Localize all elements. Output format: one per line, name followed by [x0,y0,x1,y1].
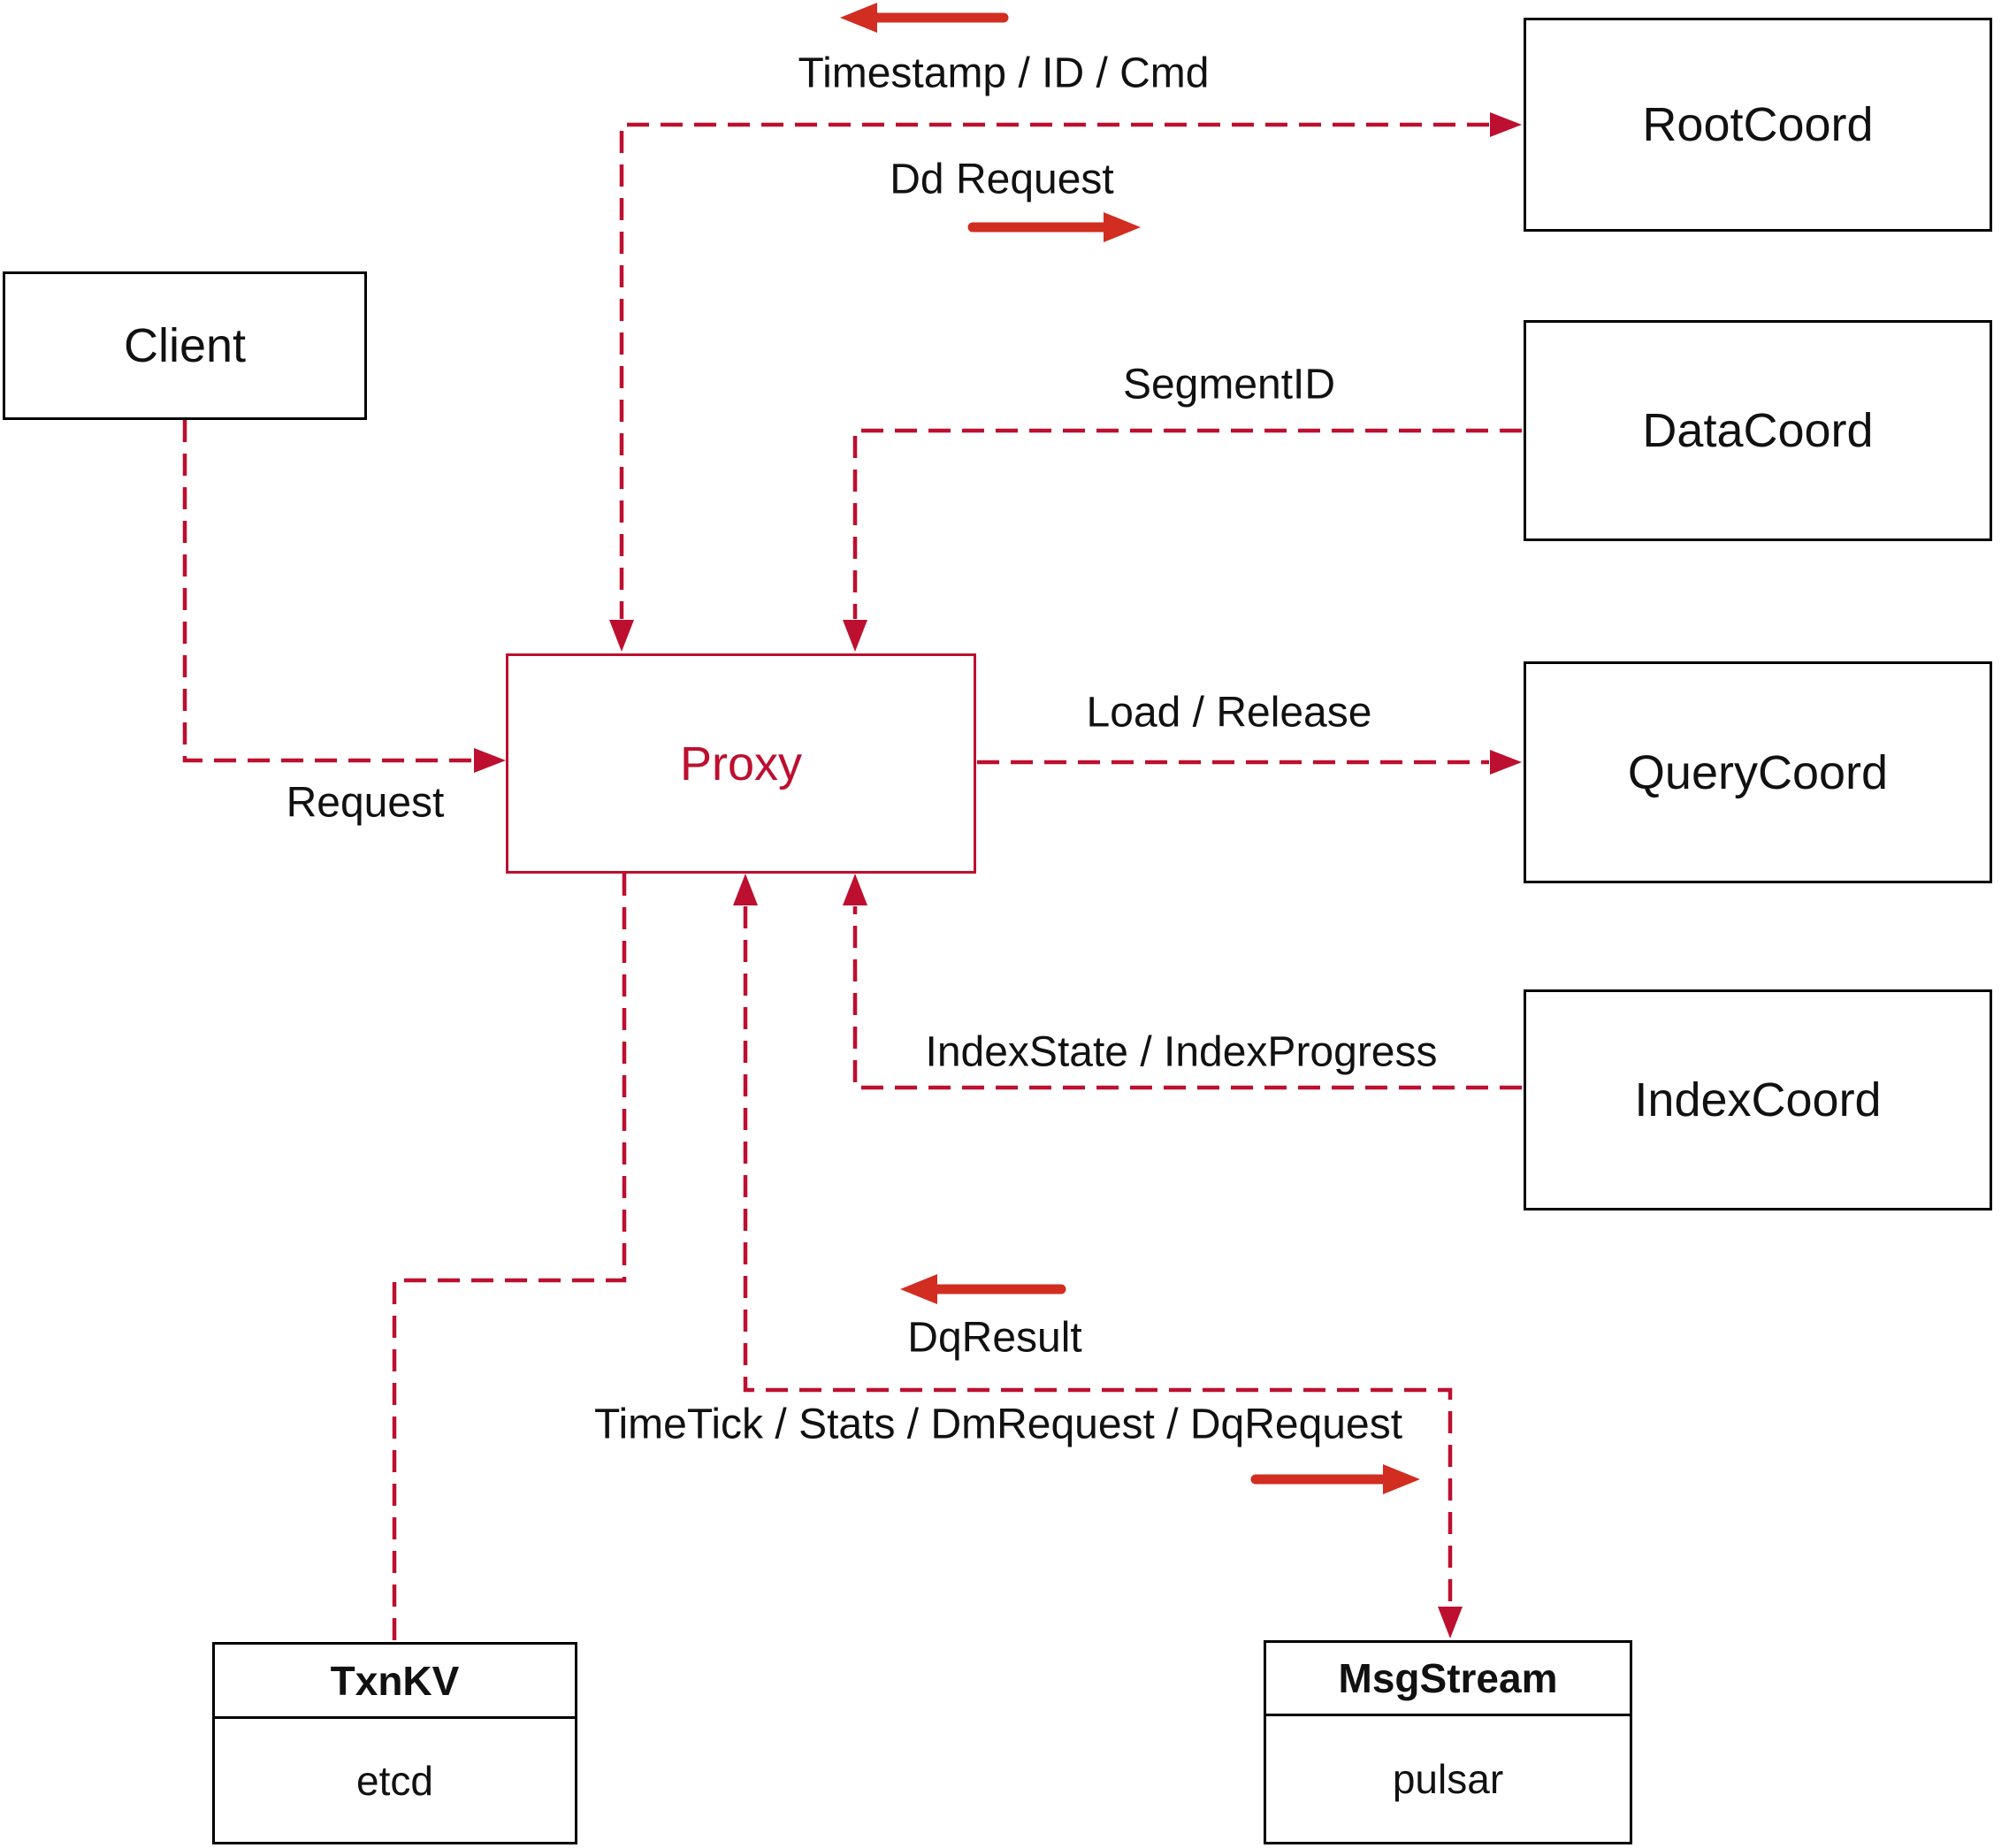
txnkv-title: TxnKV [215,1645,575,1719]
arrow-time-tick-right [1250,1464,1420,1494]
label-dqresult: DqResult [907,1314,1082,1362]
arrowhead-into-rootcoord [1490,112,1522,137]
msgstream-impl: pulsar [1392,1756,1504,1802]
node-client-label: Client [123,319,247,372]
node-indexcoord-label: IndexCoord [1634,1073,1882,1126]
node-querycoord: QueryCoord [1524,661,1992,883]
arrowhead-into-proxy-top-right [843,620,867,652]
node-rootcoord: RootCoord [1524,18,1992,232]
msgstream-title: MsgStream [1266,1643,1630,1716]
node-datacoord-label: DataCoord [1642,404,1874,457]
edge-indexcoord-proxy [852,906,1522,1090]
edge-proxy-rootcoord [619,122,1489,619]
label-request: Request [286,779,445,827]
txnkv-impl: etcd [356,1757,433,1804]
label-load-release: Load / Release [1086,689,1372,737]
node-client: Client [3,271,367,420]
arrowhead-into-proxy-left [474,748,506,773]
arrowhead-into-proxy-bottom-left [733,874,758,905]
edge-proxy-msgstream [743,906,1453,1606]
label-timetick: TimeTick / Stats / DmRequest / DqRequest [593,1401,1403,1448]
arrow-dq-result-left [900,1274,1066,1304]
label-timestamp: Timestamp / ID / Cmd [798,50,1210,97]
arrowhead-into-querycoord [1490,750,1522,775]
arrow-timestamp-left [840,3,1009,33]
edge-datacoord-proxy [852,428,1522,619]
label-dd-request: Dd Request [890,156,1114,203]
arrow-dd-request-right [967,212,1141,242]
label-indexstate: IndexState / IndexProgress [925,1028,1438,1076]
node-datacoord: DataCoord [1524,320,1992,541]
node-msgstream: MsgStream pulsar [1264,1640,1632,1844]
arrowhead-into-msgstream [1438,1607,1463,1638]
node-rootcoord-label: RootCoord [1642,98,1874,151]
edge-proxy-txnkv [392,874,627,1640]
node-proxy-label: Proxy [679,737,803,790]
label-segmentid: SegmentID [1122,361,1336,409]
node-proxy: Proxy [506,653,976,874]
node-querycoord-label: QueryCoord [1627,745,1889,799]
node-indexcoord: IndexCoord [1524,989,1992,1210]
edge-client-proxy [182,420,472,763]
node-txnkv: TxnKV etcd [212,1642,577,1844]
arrowhead-into-proxy-bottom-right [843,874,867,905]
arrowhead-into-proxy-top-left [609,620,634,652]
